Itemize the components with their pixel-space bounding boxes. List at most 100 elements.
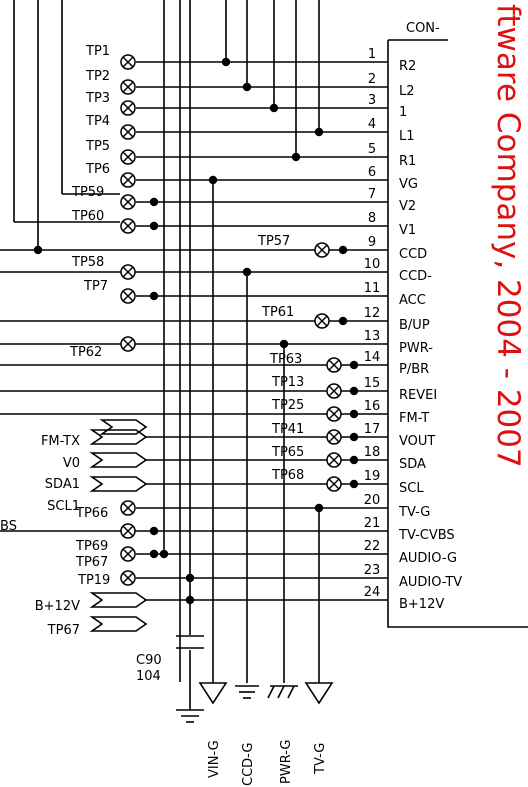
connector-title: CON- [406,21,440,36]
junction-dot [33,245,43,255]
junction-dot [349,479,359,489]
test-point-cross [328,478,340,490]
test-point-cross [122,151,134,163]
pin-signal: V1 [399,223,416,238]
test-point-cross [122,81,134,93]
tp-label: TP3 [85,91,110,106]
capacitor-value: 104 [136,669,161,684]
junction-dot [279,339,289,349]
pin-number: 1 [368,47,376,62]
test-point-cross [122,266,134,278]
pin-signal: REVEI [399,388,437,403]
tp-label: TP41 [271,422,304,437]
test-point-cross [122,102,134,114]
tp-label: TP63 [269,352,302,367]
pin-number: 2 [368,72,376,87]
tp-label: TP68 [271,468,304,483]
junction-dot [349,360,359,370]
right-test-point-labels: TP57 TP61 TP63 TP13 TP25 TP41 TP65 TP68 [257,234,304,483]
port-labels: FM-TX V0 SDA1 SCL1 B+12V TP67 [35,434,80,638]
port-label: SDA1 [45,477,80,492]
port-label: SCL1 [47,499,80,514]
pin-number: 24 [364,585,381,600]
capacitor-ref: C90 [136,653,162,668]
junction-dot [314,127,324,137]
pin-signal: L2 [399,84,415,99]
test-point-cross [122,572,134,584]
pin-signal: CCD [399,247,427,262]
left-test-point-labels: TP1 TP2 TP3 TP4 TP5 TP6 TP59 TP60 TP58 T… [69,44,110,588]
pin-number: 20 [364,493,381,508]
tp-label: TP59 [71,185,104,200]
test-point-cross [122,196,134,208]
pin-number: 23 [364,563,381,578]
tp-label: TP60 [71,209,104,224]
test-point-cross [328,385,340,397]
test-point-cross [328,431,340,443]
pin-number: 5 [368,142,376,157]
test-point-cross [122,126,134,138]
watermark-text: ftware Company, 2004 - 2007 [490,4,526,468]
test-point-cross [316,244,328,256]
junction-dot [208,175,218,185]
test-point-cross [122,338,134,350]
tp-label: TP7 [83,279,108,294]
junction-dot [149,291,159,301]
pin-number: 16 [364,399,381,414]
test-point-cross [122,548,134,560]
tp-label: TP62 [69,345,102,360]
junction-dot [338,245,348,255]
test-point-markers [120,54,342,586]
pin-signal: VOUT [399,434,435,449]
junction-dot [242,82,252,92]
test-point-cross [122,502,134,514]
tp-label: TP13 [271,375,304,390]
tp-label: TP57 [257,234,290,249]
test-point-cross [316,315,328,327]
tp-label: TP5 [85,139,110,154]
pin-signal: SDA [399,457,426,472]
junction-dot [314,503,324,513]
pin-number: 14 [364,350,381,365]
pin-number: 9 [368,235,376,250]
test-point-cross [122,290,134,302]
test-point-cross [328,408,340,420]
pin-number: 21 [364,516,381,531]
pin-number: 22 [364,539,381,554]
junction-dot [349,432,359,442]
test-point-cross [122,525,134,537]
pin-number: 10 [364,257,381,272]
tp-label: TP6 [85,162,110,177]
pin-signal: V2 [399,199,416,214]
pin-number: 12 [364,306,381,321]
tp-label: TP25 [271,398,304,413]
junction-dots [33,57,359,605]
junction-dot [149,526,159,536]
cut-label: BS [0,519,17,534]
tp-label: TP2 [85,69,110,84]
tp-label: TP66 [75,506,108,521]
pin-number: 3 [368,93,376,108]
junction-dot [149,197,159,207]
junction-dot [242,267,252,277]
pin-signal: B/UP [399,318,430,333]
junction-dot [338,316,348,326]
junction-dot [185,595,195,605]
ground-label: TV-G [313,743,328,775]
tp-label: TP4 [85,114,110,129]
ground-label: VIN-G [207,740,222,778]
pin-signal: AUDIO-G [399,551,457,566]
pin-signal: B+12V [399,597,444,612]
pin-number: 15 [364,376,381,391]
port-label: FM-TX [41,434,80,449]
pin-signal: TV-CVBS [398,528,455,543]
tp-label: TP67 [75,555,108,570]
pin-signal: R2 [399,59,416,74]
connector-pins: 1R22L2314L15R16VG7V28V19CCD10CCD-11ACC12… [364,47,463,612]
ground-labels: VIN-G CCD-G PWR-G TV-G [207,740,328,786]
pin-signal: 1 [399,105,407,120]
pin-number: 7 [368,187,376,202]
port-label: TP67 [47,623,80,638]
test-point-cross [328,454,340,466]
